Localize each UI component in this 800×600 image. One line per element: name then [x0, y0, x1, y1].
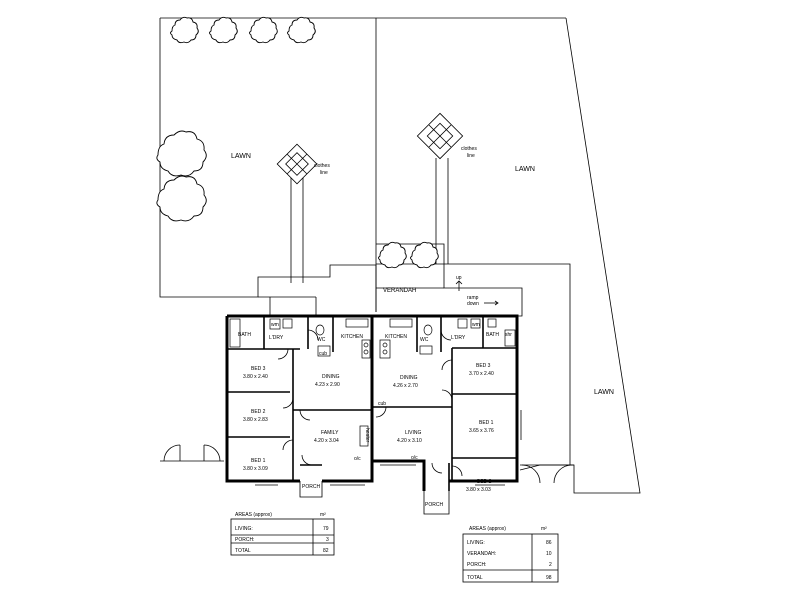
room-label: WC: [420, 337, 429, 343]
room-label: BED 1: [479, 420, 494, 426]
room-label: BED 2: [251, 409, 266, 415]
room-label: FAMILY: [321, 430, 339, 436]
room-dims: 4.26 x 2.70: [393, 383, 418, 389]
areas-table-right: AREAS (approx) m² LIVING: 86 VERANDAH: 1…: [462, 526, 559, 583]
areas-row-value: 10: [546, 551, 552, 557]
clothesline-label: line: [467, 153, 475, 159]
oc-label: o/c: [354, 456, 361, 462]
areas-total-value: 82: [323, 548, 329, 554]
room-dims: 4.23 x 2.90: [315, 382, 340, 388]
room-dims: 3.80 x 3.09: [243, 466, 268, 472]
room-label: LIVING: [405, 430, 422, 436]
room-label: PORCH: [425, 502, 443, 508]
room-label: DINING: [400, 375, 418, 381]
areas-total-value: 98: [546, 575, 552, 581]
room-dims: 3.80 x 3.03: [466, 487, 491, 493]
tree-icon: [156, 175, 207, 222]
ramp-label: down: [467, 301, 479, 307]
areas-row-label: PORCH:: [467, 562, 486, 568]
up-label: up: [456, 275, 462, 281]
areas-row-value: 79: [323, 526, 329, 532]
trees: [156, 16, 439, 269]
tree-icon: [378, 241, 407, 269]
tree-icon: [156, 130, 207, 177]
areas-title: AREAS (approx): [235, 512, 272, 518]
room-label: L'DRY: [269, 335, 284, 341]
lawn-label: LAWN: [231, 153, 251, 160]
room-dims: 3.65 x 3.76: [469, 428, 494, 434]
areas-row-value: 3: [326, 537, 329, 543]
areas-row-label: PORCH:: [235, 537, 254, 543]
areas-unit: m²: [541, 526, 547, 532]
areas-table-left: AREAS (approx) m² LIVING: 79 PORCH: 3 TO…: [230, 512, 335, 556]
areas-unit: m²: [320, 512, 326, 518]
room-label: DINING: [322, 374, 340, 380]
areas-title: AREAS (approx): [469, 526, 506, 532]
verandah-label: VERANDAH: [383, 288, 416, 294]
heater-label: heater: [364, 428, 370, 443]
tree-icon: [209, 16, 238, 44]
areas-row-label: LIVING:: [467, 540, 485, 546]
areas-row-label: VERANDAH:: [467, 551, 496, 557]
tree-icon: [287, 16, 316, 44]
room-dims: 3.80 x 2.83: [243, 417, 268, 423]
clothesline-label: clothes: [314, 163, 330, 169]
ramp-label: ramp: [467, 295, 479, 301]
room-label: BED 2: [477, 479, 492, 485]
room-label: L'DRY: [451, 335, 466, 341]
areas-total-label: TOTAL: [467, 575, 483, 581]
room-dims: 4.20 x 3.04: [314, 438, 339, 444]
clothesline-label: line: [320, 170, 328, 176]
tree-icon: [410, 241, 439, 269]
room-label: BED 3: [476, 363, 491, 369]
lawn-label: LAWN: [515, 166, 535, 173]
clothesline-left-icon: [276, 143, 318, 185]
room-dims: 3.70 x 2.40: [469, 371, 494, 377]
gate-right-icon: [520, 464, 574, 484]
areas-row-value: 86: [546, 540, 552, 546]
room-label: PORCH: [302, 484, 320, 490]
room-label: WC: [317, 337, 326, 343]
tree-icon: [249, 16, 278, 44]
gate-left-icon: [160, 444, 224, 462]
room-dims: 3.80 x 2.40: [243, 374, 268, 380]
tree-icon: [170, 16, 199, 44]
clothesline-right-icon: [416, 112, 464, 160]
oc-label: o/c: [411, 455, 418, 461]
room-label: BED 1: [251, 458, 266, 464]
areas-row-value: 2: [549, 562, 552, 568]
cub-label: cub: [319, 351, 327, 357]
room-label: KITCHEN: [341, 334, 363, 340]
wm-label: wm: [271, 322, 279, 328]
room-label: KITCHEN: [385, 334, 407, 340]
lawn-label: LAWN: [594, 389, 614, 396]
clothesline-label: clothes: [461, 146, 477, 152]
shr-label: shr: [505, 332, 512, 338]
areas-row-label: LIVING:: [235, 526, 253, 532]
room-label: BED 3: [251, 366, 266, 372]
unit-right: [370, 314, 522, 515]
room-label: BATH: [486, 332, 499, 338]
room-label: BATH: [238, 332, 251, 338]
areas-total-label: TOTAL: [235, 548, 251, 554]
wm-label: wm: [472, 322, 480, 328]
room-dims: 4.20 x 3.10: [397, 438, 422, 444]
cub-label: cub: [378, 401, 386, 407]
